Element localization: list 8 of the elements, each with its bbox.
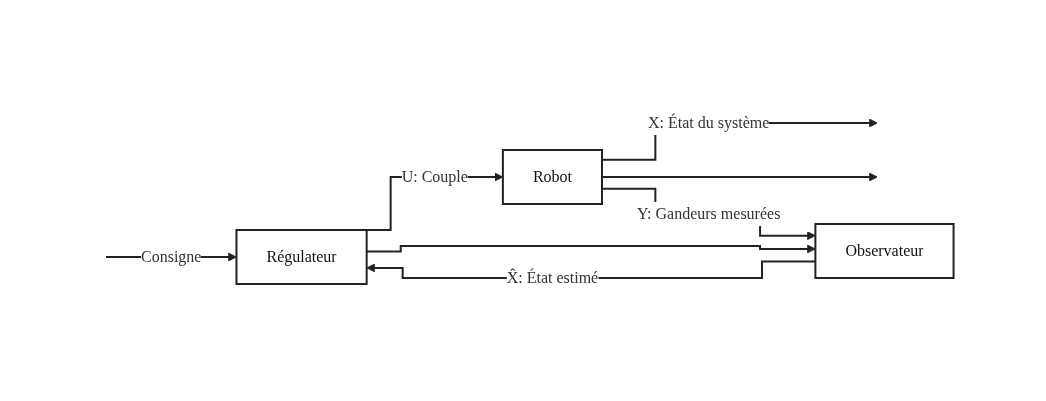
edge-label: Y: Gandeurs mesurées bbox=[637, 205, 781, 222]
node-box: Robot bbox=[502, 149, 604, 205]
edge-label: U: Couple bbox=[401, 168, 469, 185]
edge-label: Consigne bbox=[141, 248, 202, 265]
node-box: Observateur bbox=[814, 223, 955, 279]
node-box: Régulateur bbox=[235, 229, 368, 285]
edge-label: X: État du système bbox=[648, 114, 770, 131]
edge-label: X̂: État estimé bbox=[506, 269, 599, 286]
